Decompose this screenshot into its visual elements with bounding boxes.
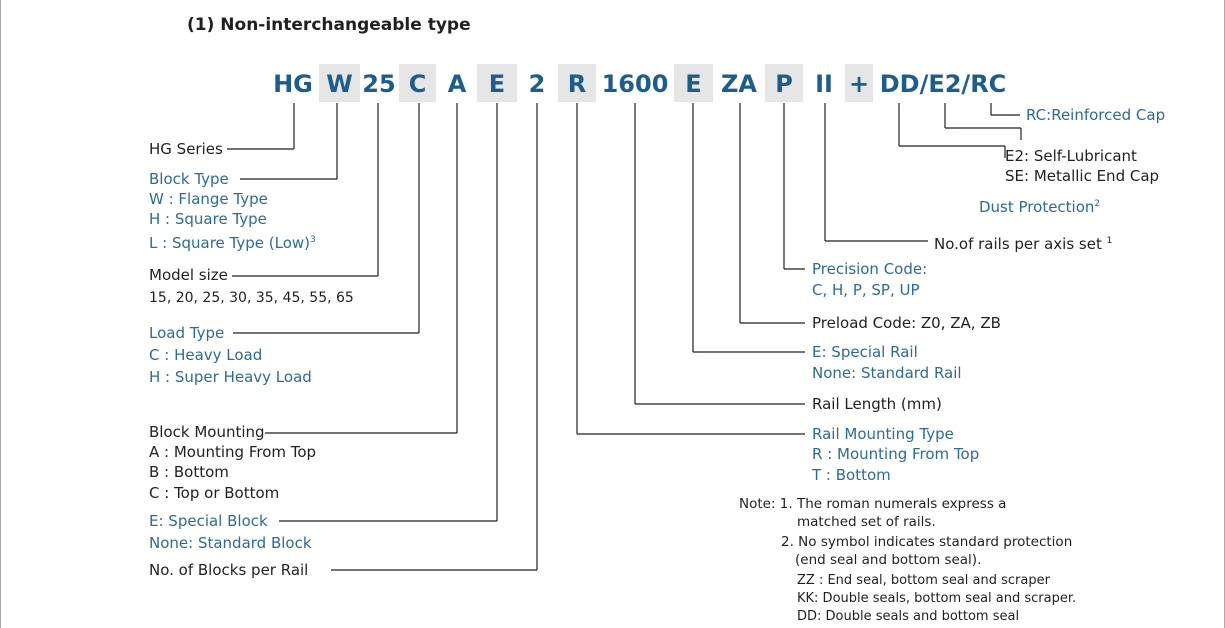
block-type-square-low: L : Square Type (Low)3 [149, 234, 316, 252]
load-type-heavy: C : Heavy Load [149, 346, 263, 364]
block-mounting-top-or-bottom: C : Top or Bottom [149, 484, 280, 502]
standard-block-label: None: Standard Block [149, 534, 312, 552]
self-lubricant-label: E2: Self-Lubricant [1005, 147, 1137, 165]
block-type-flange: W : Flange Type [149, 190, 268, 208]
special-rail-label: E: Special Rail [812, 343, 918, 361]
model-size-values: 15, 20, 25, 30, 35, 45, 55, 65 [149, 290, 354, 306]
code-1600: 1600 [601, 70, 669, 98]
load-type-super-heavy: H : Super Heavy Load [149, 368, 312, 386]
note-2-line-1: 2. No symbol indicates standard protecti… [781, 534, 1073, 550]
note-zz: ZZ : End seal, bottom seal and scraper [797, 573, 1050, 588]
special-block-label: E: Special Block [149, 512, 268, 530]
code-25: 25 [362, 70, 396, 98]
precision-code-heading: Precision Code: [812, 260, 928, 278]
code-e-rail: E [685, 70, 702, 98]
code-plus: + [848, 70, 870, 98]
code-box-load-type [399, 64, 436, 102]
note-1-line-2: matched set of rails. [797, 514, 936, 530]
code-w: W [326, 70, 353, 98]
note-2-line-2: (end seal and bottom seal). [795, 552, 982, 568]
code-box-precision [765, 64, 803, 102]
code-2: 2 [528, 70, 546, 98]
code-dd-e2-rc: DD/E2/RC [879, 70, 1007, 98]
code-c: C [408, 70, 427, 98]
rails-per-axis-label: No.of rails per axis set 1 [934, 235, 1113, 253]
standard-rail-label: None: Standard Rail [812, 364, 962, 382]
code-ii: II [815, 70, 833, 98]
rail-mounting-heading: Rail Mounting Type [812, 425, 954, 443]
code-box-special-rail [674, 64, 713, 102]
block-mounting-heading: Block Mounting [149, 423, 265, 441]
rail-length-label: Rail Length (mm) [812, 395, 942, 413]
code-za: ZA [721, 70, 757, 98]
block-mounting-bottom: B : Bottom [149, 463, 229, 481]
code-a: A [447, 70, 467, 98]
code-p: P [775, 70, 793, 98]
metallic-end-cap-label: SE: Metallic End Cap [1005, 167, 1160, 185]
code-box-plus [845, 64, 873, 102]
rail-mounting-bottom: T : Bottom [812, 466, 891, 484]
block-type-square: H : Square Type [149, 210, 267, 228]
note-1-line-1: Note: 1. The roman numerals express a [739, 496, 1007, 512]
note-dd: DD: Double seals and bottom seal [797, 609, 1020, 624]
note-kk: KK: Double seals, bottom seal and scrape… [797, 591, 1077, 606]
block-type-heading: Block Type [149, 170, 229, 188]
block-mounting-top: A : Mounting From Top [149, 443, 317, 461]
reinforced-cap-label: RC:Reinforced Cap [1026, 106, 1166, 124]
blocks-per-rail-label: No. of Blocks per Rail [149, 561, 309, 579]
code-box-block-type [319, 64, 360, 102]
code-box-rail-mounting [558, 64, 596, 102]
code-box-special-block [477, 64, 517, 102]
dust-protection-label: Dust Protection2 [979, 198, 1101, 216]
code-hg: HG [273, 70, 313, 98]
section-title: (1) Non-interchangeable type [187, 15, 471, 35]
load-type-heading: Load Type [149, 324, 225, 342]
code-e: E [488, 70, 506, 98]
precision-code-values: C, H, P, SP, UP [812, 281, 920, 299]
hg-series-label: HG Series [149, 140, 223, 158]
model-size-heading: Model size [149, 266, 228, 284]
preload-code-label: Preload Code: Z0, ZA, ZB [812, 314, 1001, 332]
left-border [0, 0, 1, 628]
rail-mounting-top: R : Mounting From Top [812, 445, 980, 463]
code-r: R [567, 70, 587, 98]
